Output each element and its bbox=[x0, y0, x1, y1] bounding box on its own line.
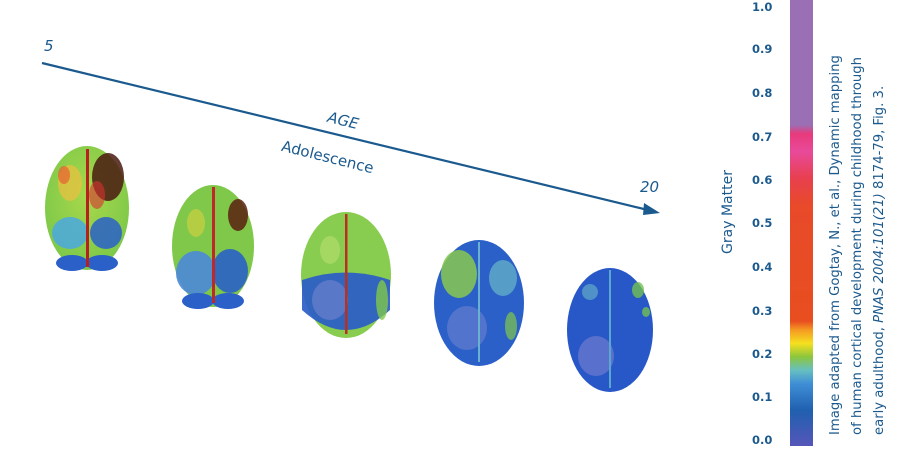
credit-line-2: of human cortical development during chi… bbox=[850, 57, 865, 435]
colorbar-tick-0.2: 0.2 bbox=[752, 347, 773, 361]
colorbar-tick-0.1: 0.1 bbox=[752, 390, 773, 404]
colorbar-tick-0.0: 0.0 bbox=[752, 433, 773, 447]
brain-image-3 bbox=[301, 212, 391, 338]
colorbar-tick-0.6: 0.6 bbox=[752, 173, 773, 187]
age-end-label: 20 bbox=[640, 178, 660, 196]
colorbar-tick-0.9: 0.9 bbox=[752, 42, 773, 56]
credit-journal: PNAS 2004:101(21) bbox=[872, 193, 887, 323]
credit-line-1: Image adapted from Gogtay, N., et al., D… bbox=[828, 55, 843, 435]
gray-matter-colorbar bbox=[790, 0, 813, 446]
brain-image-1 bbox=[45, 146, 129, 271]
brain-image-5 bbox=[567, 268, 653, 392]
colorbar-tick-0.7: 0.7 bbox=[752, 130, 773, 144]
credit-line-3-prefix: early adulthood, bbox=[872, 322, 887, 435]
colorbar-tick-0.8: 0.8 bbox=[752, 86, 773, 100]
brain-image-2 bbox=[172, 185, 254, 309]
age-start-label: 5 bbox=[44, 37, 54, 55]
credit-line-3: early adulthood, PNAS 2004:101(21) 8174-… bbox=[869, 0, 891, 435]
credit-line-3-suffix: 8174-79, Fig. 3. bbox=[872, 85, 887, 194]
colorbar-title: Gray Matter bbox=[720, 170, 736, 254]
colorbar-tick-0.3: 0.3 bbox=[752, 304, 773, 318]
colorbar-tick-0.4: 0.4 bbox=[752, 260, 773, 274]
image-credit: Image adapted from Gogtay, N., et al., D… bbox=[825, 0, 891, 435]
brain-image-4 bbox=[434, 240, 524, 366]
colorbar-tick-0.5: 0.5 bbox=[752, 216, 773, 230]
colorbar-tick-1.0: 1.0 bbox=[752, 0, 773, 14]
